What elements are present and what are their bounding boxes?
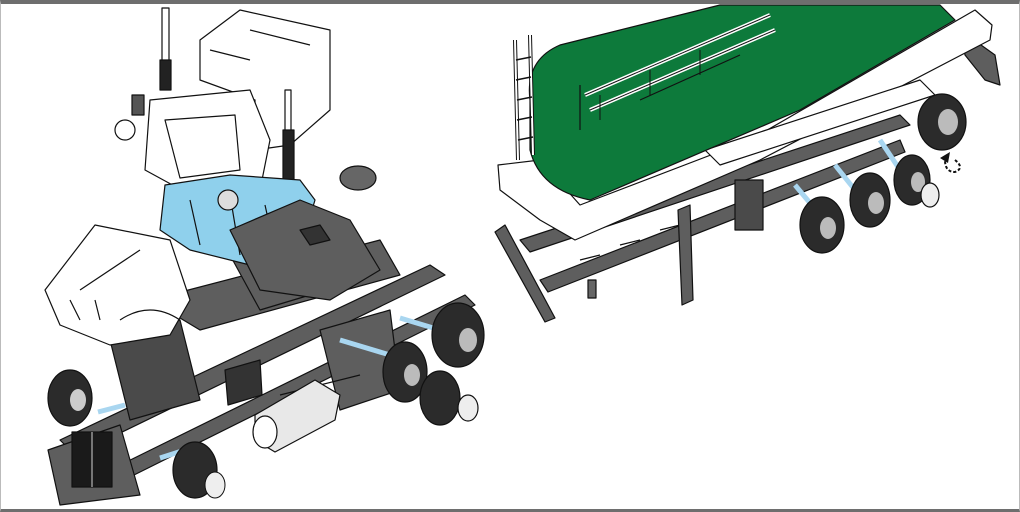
small-parts bbox=[114, 94, 377, 191]
fuel-tank bbox=[252, 379, 341, 453]
tank-body-green bbox=[528, 4, 956, 201]
tractor-wheels bbox=[47, 302, 485, 499]
spare-wheel-arrow-icon bbox=[940, 152, 961, 174]
hood bbox=[44, 224, 191, 346]
front-bumper-grille bbox=[47, 424, 141, 506]
cab-floor bbox=[229, 199, 381, 301]
cab bbox=[144, 7, 331, 201]
trailer-wheels bbox=[799, 93, 967, 254]
ladder bbox=[513, 34, 535, 161]
tank-cradle-white bbox=[497, 9, 993, 241]
tank-handrail bbox=[584, 13, 776, 120]
